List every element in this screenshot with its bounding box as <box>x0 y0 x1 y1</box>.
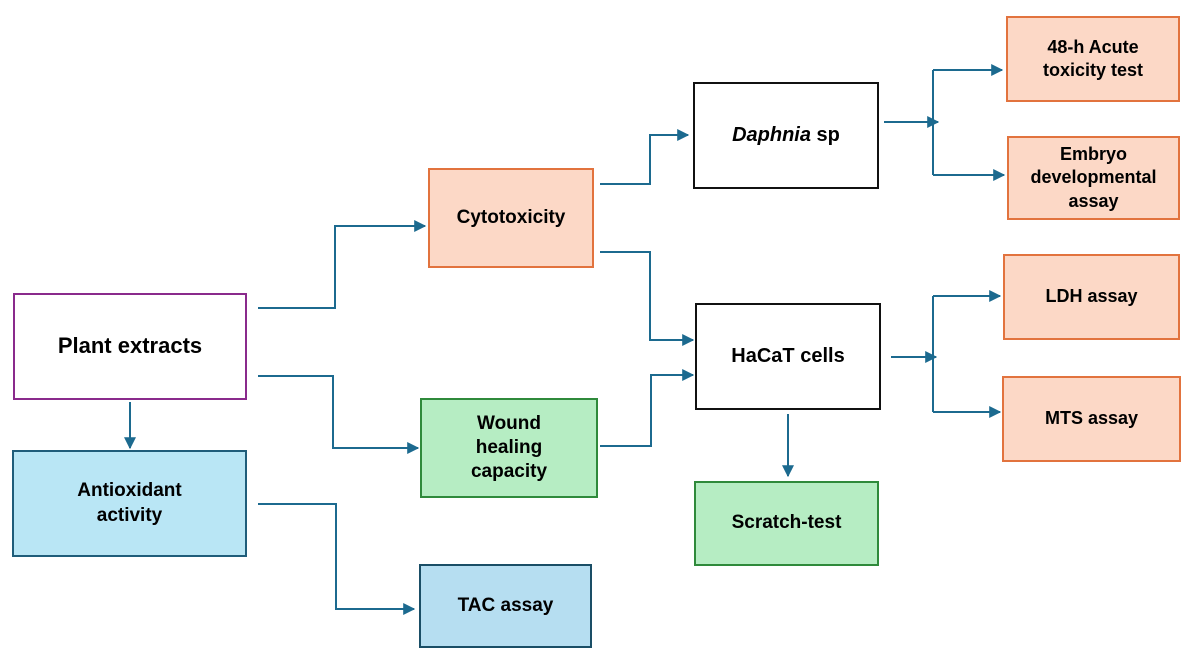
node-tac-assay: TAC assay <box>419 564 592 648</box>
node-plant-extracts-label: Plant extracts <box>57 333 203 359</box>
node-acute-toxicity: 48-h Acute toxicity test <box>1006 16 1180 102</box>
node-scratch-test: Scratch-test <box>694 481 879 566</box>
node-embryo-assay: Embryo developmental assay <box>1007 136 1180 220</box>
node-daphnia-suffix: sp <box>811 123 840 146</box>
node-wound-healing: Wound healing capacity <box>420 398 598 498</box>
node-hacat-cells: HaCaT cells <box>695 303 881 410</box>
arrow-antioxidant-to-tac <box>258 503 416 615</box>
node-cytotoxicity: Cytotoxicity <box>428 168 594 268</box>
node-embryo-assay-line1: Embryo <box>1059 144 1128 165</box>
arrow-to-ldh-assay <box>932 296 1000 412</box>
node-daphnia-genus: Daphnia <box>732 123 811 146</box>
node-acute-toxicity-line1: 48-h Acute <box>1047 36 1139 57</box>
arrow-to-acute-toxicity <box>932 70 1002 175</box>
node-mts-assay: MTS assay <box>1002 376 1181 462</box>
node-antioxidant-activity-line1: Antioxidant <box>77 480 182 502</box>
node-daphnia: Daphnia sp <box>693 82 879 189</box>
node-scratch-test-label: Scratch-test <box>731 512 842 534</box>
node-wound-healing-line1: Wound <box>476 412 541 434</box>
node-cytotoxicity-label: Cytotoxicity <box>456 206 566 228</box>
node-mts-assay-label: MTS assay <box>1044 408 1139 429</box>
node-antioxidant-activity-line2: activity <box>96 504 163 526</box>
arrow-cytotoxicity-to-daphnia <box>600 129 690 185</box>
node-acute-toxicity-line2: toxicity test <box>1042 60 1144 80</box>
node-antioxidant-activity: Antioxidant activity <box>12 450 247 557</box>
node-ldh-assay-label: LDH assay <box>1045 286 1138 307</box>
node-wound-healing-line2: healing <box>475 436 543 458</box>
node-ldh-assay: LDH assay <box>1003 254 1180 340</box>
arrow-plant-to-cytotoxicity <box>258 220 427 309</box>
arrow-wound-to-hacat <box>600 369 695 447</box>
node-plant-extracts: Plant extracts <box>13 293 247 400</box>
node-wound-healing-line3: capacity <box>470 461 548 483</box>
arrow-cytotoxicity-to-hacat <box>600 251 695 346</box>
node-tac-assay-label: TAC assay <box>457 594 554 616</box>
node-embryo-assay-line2: developmental <box>1030 167 1157 188</box>
arrow-plant-to-wound <box>258 375 420 454</box>
node-embryo-assay-line3: assay <box>1068 190 1119 211</box>
node-hacat-cells-label: HaCaT cells <box>731 344 845 367</box>
